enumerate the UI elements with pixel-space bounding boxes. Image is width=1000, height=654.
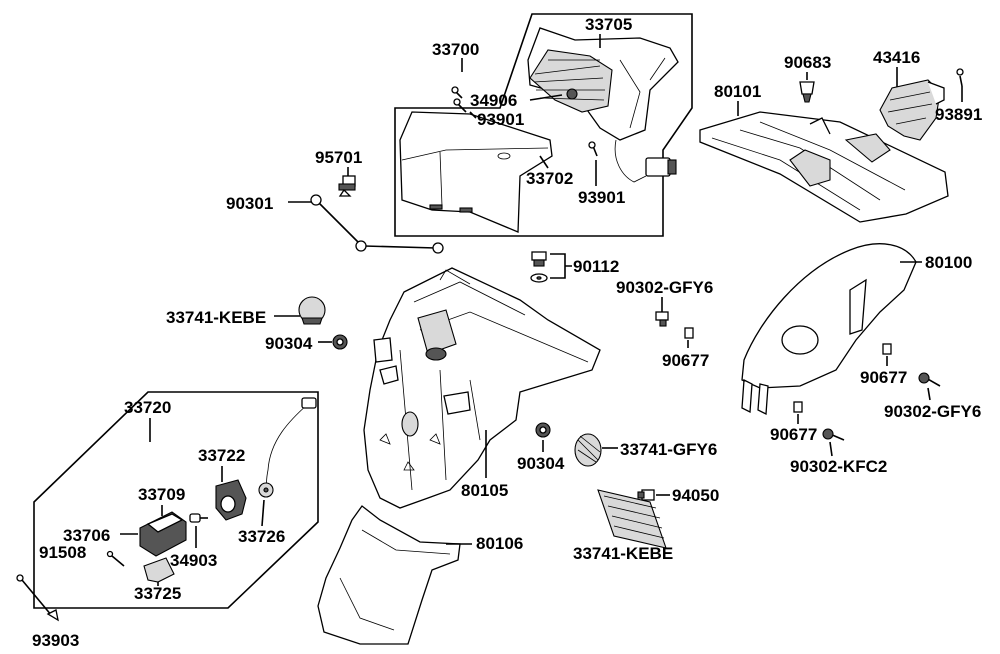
label-33726: 33726 [238,527,285,546]
label-33700: 33700 [432,40,479,59]
label-33722: 33722 [198,446,245,465]
label-93901-b: 93901 [578,188,625,207]
part-33722-holder [215,479,247,521]
part-33741-gfy6-reflector [574,433,602,467]
label-95701: 95701 [315,148,362,167]
label-90302-gfy6-a: 90302-GFY6 [616,278,713,297]
part-34903-bulb [189,513,208,523]
label-90112: 90112 [573,257,619,276]
part-33741-kebe-reflector [298,296,326,325]
label-90677-c: 90677 [770,425,817,444]
part-91508-screw [106,550,125,567]
label-80101: 80101 [714,82,761,101]
part-33726-wire-socket [258,397,317,498]
label-33741-gfy6: 33741-GFY6 [620,440,717,459]
group-frame-33700 [394,13,693,237]
label-33725: 33725 [134,584,181,603]
part-80105-rear-fender [363,267,601,509]
label-90304-b: 90304 [517,454,565,473]
part-90677-clip-a [684,327,694,339]
label-33741-kebe-b: 33741-KEBE [573,544,673,563]
label-90677-a: 90677 [662,351,709,370]
label-33702: 33702 [526,169,573,188]
label-90683: 90683 [784,53,831,72]
part-90677-clip-c [793,401,803,413]
label-90677-b: 90677 [860,368,907,387]
part-90302-gfy6-screw-a [655,311,669,327]
part-80106-mudflap [317,505,461,645]
part-90302-kfc2-screw [822,428,845,441]
label-93891: 93891 [935,105,982,124]
part-93891-screw [956,68,964,87]
part-90677-clip-b [882,343,892,355]
label-90302-gfy6-b: 90302-GFY6 [884,402,981,421]
label-33720: 33720 [124,398,171,417]
label-94050: 94050 [672,486,719,505]
part-80101-battery-tray [699,111,949,223]
label-34906: 34906 [470,91,517,110]
label-80106: 80106 [476,534,523,553]
part-90304-nut-b [535,422,551,438]
label-43416: 43416 [873,48,920,67]
label-33706: 33706 [63,526,110,545]
label-90304-a: 90304 [265,334,313,353]
part-95701-bolt [338,175,356,197]
label-90302-kfc2: 90302-KFC2 [790,457,887,476]
part-33705-tail-light-housing [527,27,679,183]
label-34903: 34903 [170,551,217,570]
label-33705: 33705 [585,15,632,34]
label-80105: 80105 [461,481,508,500]
part-80100-mudguard [741,243,917,416]
label-33741-kebe-a: 33741-KEBE [166,308,266,327]
part-93901-screw [453,98,467,113]
label-33709: 33709 [138,485,185,504]
part-33702-lens-cover [399,111,553,233]
part-93901-screw-b [588,141,598,157]
label-80100: 80100 [925,253,972,272]
label-90301: 90301 [226,194,273,213]
part-90301-clips [310,194,444,254]
part-90112-bolt-washer [530,251,548,283]
part-93903-screw [16,574,59,622]
label-93903: 93903 [32,631,79,650]
part-94050-nut [637,489,655,501]
part-33709-lamp-unit [139,511,187,557]
label-93901-a: 93901 [477,110,524,129]
part-43416-cover [879,79,945,141]
part-33725-bracket [143,557,175,583]
part-33741-kebe-plate-reflector [597,489,667,549]
part-90304-nut [332,334,348,350]
label-91508: 91508 [39,543,86,562]
group-frame-33720 [33,391,319,609]
part-90683-clip [799,81,815,103]
part-34906-screw [451,86,463,99]
part-90302-gfy6-screw-b [918,372,941,387]
